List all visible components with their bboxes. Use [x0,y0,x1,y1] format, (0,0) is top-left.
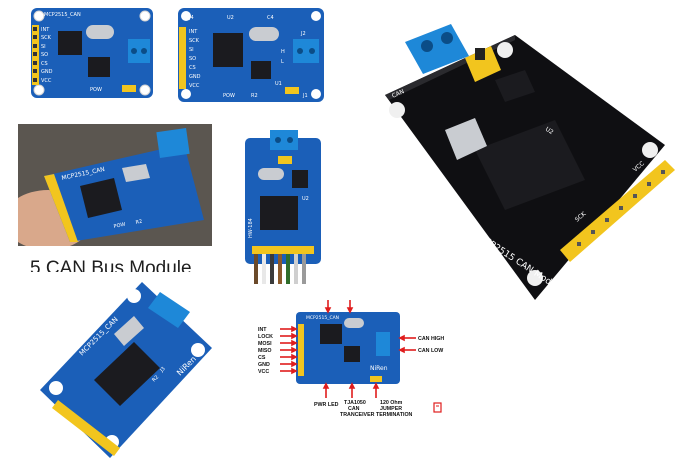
image-board-annotated[interactable]: MCP2515_CAN NiRen INT LOCK MOSI MISO CS … [252,298,450,418]
svg-text:MCP2515_CAN: MCP2515_CAN [44,12,81,18]
svg-text:R2: R2 [251,93,258,99]
svg-text:CAN: CAN [348,406,360,412]
pin-label: VCC [41,78,52,84]
svg-text:C4: C4 [267,15,274,21]
svg-text:POW: POW [223,93,235,99]
svg-text:J4: J4 [188,15,194,21]
svg-text:JUMPER: JUMPER [380,406,402,412]
chip [88,57,110,77]
svg-text:CAN: CAN [391,88,406,100]
svg-text:TJA1050: TJA1050 [344,400,366,406]
svg-text:SI: SI [189,47,194,53]
svg-text:NiRen: NiRen [370,365,388,372]
terminal-block [128,39,150,63]
svg-text:CAN LOW: CAN LOW [418,348,443,354]
svg-text:R2: R2 [151,374,160,383]
svg-text:L: L [281,59,284,65]
pcb [31,8,153,98]
pcb [44,144,204,242]
svg-text:INT: INT [189,29,198,35]
svg-text:HW-184: HW-184 [248,218,254,238]
svg-text:J3: J3 [158,366,166,374]
svg-text:POW: POW [113,222,126,230]
svg-text:J2: J2 [300,31,306,37]
svg-text:CS: CS [258,355,266,361]
image-board-hand[interactable]: MCP2515_CAN POW R2 [18,124,212,246]
image-board-3d[interactable]: MCP2515 CAN Module CAN SCK VCC U2 [365,10,685,305]
pin-label: SI [41,44,46,50]
svg-text:R2: R2 [135,219,143,226]
chip [475,120,585,210]
image-board-1[interactable]: INT SCK SI SO CS GND VCC MCP2515_CAN POW [28,5,156,101]
svg-text:120 Ohm: 120 Ohm [380,400,403,406]
pin-label: CS [41,61,48,67]
svg-text:VCC: VCC [258,369,269,375]
image-board-vertical[interactable]: HW-184 U2 [240,126,328,284]
arrow-icon [280,325,298,375]
image-board-2[interactable]: INT SCK SI SO CS GND VCC J4 U2 C4 J2 H L… [175,5,327,105]
pin-label: SCK [41,35,52,41]
svg-text:SO: SO [189,56,196,62]
svg-text:GND: GND [189,74,201,80]
svg-text:GND: GND [258,362,270,368]
svg-text:PWR LED: PWR LED [314,402,339,408]
pin-label: SO [41,52,48,58]
svg-text:CS: CS [189,65,196,71]
svg-text:J1: J1 [302,93,308,99]
svg-text:TERMINATION: TERMINATION [376,412,413,418]
terminal-block [405,24,469,74]
pin-header [560,160,675,262]
svg-text:LOCK: LOCK [258,334,273,340]
svg-text:TRANCEIVER: TRANCEIVER [340,412,375,418]
svg-text:U2: U2 [227,15,234,21]
crystal [445,118,487,160]
svg-text:U2: U2 [544,126,555,136]
pin-header [32,25,39,85]
svg-text:SCK: SCK [189,38,200,44]
svg-text:MISO: MISO [258,348,272,354]
bookmark-icon [433,402,443,414]
pin-header [52,400,120,456]
svg-text:POW: POW [90,87,102,93]
crystal [86,25,114,39]
svg-text:U1: U1 [275,81,282,87]
chip [94,342,160,406]
svg-text:U2: U2 [302,196,309,202]
image-board-niren[interactable]: MCP2515_CAN NiRen J3 R2 [30,272,218,462]
svg-text:MOSI: MOSI [258,341,272,347]
svg-text:H: H [281,49,285,55]
arrow-icon [398,334,416,354]
svg-text:INT: INT [258,327,267,333]
svg-text:CAN HIGH: CAN HIGH [418,336,444,342]
pin-label: GND [41,69,53,75]
svg-text:MCP2515_CAN: MCP2515_CAN [306,315,339,321]
svg-text:VCC: VCC [189,83,200,89]
chip [58,31,82,55]
pin-label: INT [41,27,50,33]
